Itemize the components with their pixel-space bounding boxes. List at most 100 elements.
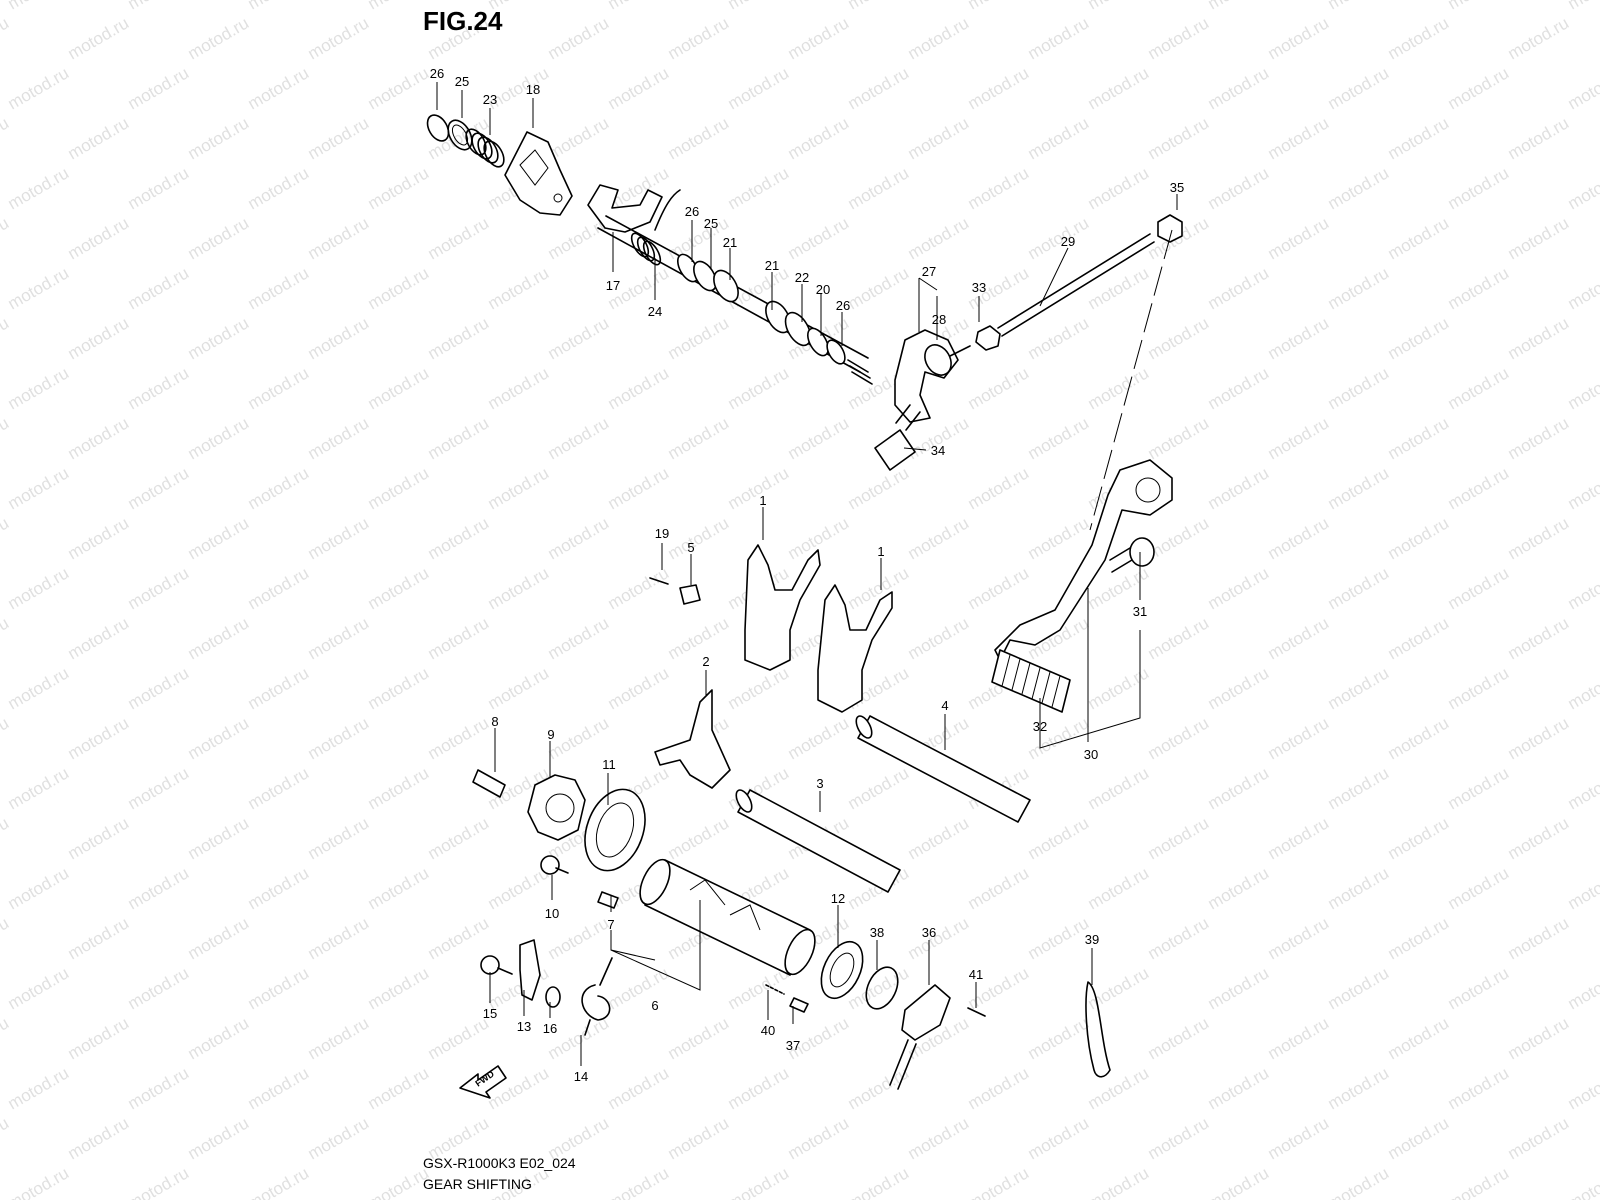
watermark-text: motod.ru: [1265, 413, 1333, 463]
watermark-text: motod.ru: [1565, 963, 1600, 1013]
callout-37: 37: [786, 1038, 800, 1053]
watermark-text: motod.ru: [1385, 713, 1453, 763]
watermark-text: motod.ru: [965, 0, 1033, 13]
watermark-text: motod.ru: [545, 613, 613, 663]
watermark-text: motod.ru: [1025, 1113, 1093, 1163]
watermark-text: motod.ru: [1145, 913, 1213, 963]
watermark-text: motod.ru: [605, 663, 673, 713]
watermark-text: motod.ru: [1085, 0, 1153, 13]
watermark-text: motod.ru: [1145, 513, 1213, 563]
washer-16: [545, 986, 561, 1008]
watermark-text: motod.ru: [485, 563, 553, 613]
callout-33: 33: [972, 280, 986, 295]
gearshift-pedal-assembly: [991, 229, 1173, 713]
watermark-text: motod.ru: [185, 713, 253, 763]
watermark-text: motod.ru: [1265, 213, 1333, 263]
callout-12: 12: [831, 891, 845, 906]
shift-fork-2: [654, 689, 731, 789]
callout-11: 11: [602, 757, 616, 772]
watermark-text: motod.ru: [185, 813, 253, 863]
spring-23: [465, 128, 505, 168]
watermark-text: motod.ru: [1025, 113, 1093, 163]
watermark-text: motod.ru: [425, 913, 493, 963]
watermark-text: motod.ru: [1085, 1163, 1153, 1200]
watermark-text: motod.ru: [125, 363, 193, 413]
watermark-text: motod.ru: [965, 163, 1033, 213]
watermark-text: motod.ru: [185, 1113, 253, 1163]
watermark-text: motod.ru: [1205, 763, 1273, 813]
gearshift-lever-30: [994, 459, 1173, 661]
watermark-text: motod.ru: [0, 13, 12, 63]
watermark-text: motod.ru: [65, 513, 133, 563]
watermark-text: motod.ru: [125, 1063, 193, 1113]
watermark-text: motod.ru: [665, 1113, 733, 1163]
watermark-text: motod.ru: [125, 663, 193, 713]
stopper-13: [519, 939, 541, 1001]
watermark-text: motod.ru: [65, 713, 133, 763]
screw-41: [967, 1007, 986, 1017]
watermark-text: motod.ru: [125, 863, 193, 913]
leader-lines: [436, 82, 1178, 1066]
watermark-text: motod.ru: [5, 763, 73, 813]
callout-20: 20: [816, 282, 830, 297]
watermark-text: motod.ru: [725, 363, 793, 413]
shift-fork-1-b: [817, 584, 893, 713]
watermark-text: motod.ru: [965, 1163, 1033, 1200]
callout-1: 1: [759, 493, 766, 508]
gearshift-rod-29: [997, 233, 1151, 329]
watermark-text: motod.ru: [605, 563, 673, 613]
watermark-text: motod.ru: [1505, 513, 1573, 563]
watermark-text: motod.ru: [965, 563, 1033, 613]
watermark-text: motod.ru: [545, 13, 613, 63]
watermark-text: motod.ru: [1565, 463, 1600, 513]
watermark-text: motod.ru: [1505, 1013, 1573, 1063]
watermark-text: motod.ru: [905, 613, 973, 663]
watermark-text: motod.ru: [485, 363, 553, 413]
watermark-text: motod.ru: [485, 263, 553, 313]
watermark-text: motod.ru: [725, 463, 793, 513]
watermark-text: motod.ru: [1085, 763, 1153, 813]
callout-14: 14: [574, 1069, 588, 1084]
watermark-text: motod.ru: [1205, 0, 1273, 13]
callout-16: 16: [543, 1021, 557, 1036]
watermark-text: motod.ru: [365, 0, 433, 13]
watermark-text: motod.ru: [245, 1163, 313, 1200]
watermark-text: motod.ru: [605, 463, 673, 513]
watermark-text: motod.ru: [245, 163, 313, 213]
watermark-text: motod.ru: [1145, 413, 1213, 463]
pivot-bolt-31: [1129, 537, 1155, 567]
watermark-text: motod.ru: [5, 563, 73, 613]
watermark-text: motod.ru: [365, 863, 433, 913]
callout-27: 27: [922, 264, 936, 279]
watermark-text: motod.ru: [545, 413, 613, 463]
circlip-26-top: [426, 114, 450, 142]
screw-19: [649, 577, 669, 585]
watermark-text: motod.ru: [1565, 1063, 1600, 1113]
watermark-text: motod.ru: [785, 213, 853, 263]
watermark-text: motod.ru: [1205, 1163, 1273, 1200]
watermark-text: motod.ru: [245, 563, 313, 613]
watermark-text: motod.ru: [665, 313, 733, 363]
watermark-text: motod.ru: [365, 1063, 433, 1113]
callout-34: 34: [931, 443, 945, 458]
watermark-text: motod.ru: [245, 363, 313, 413]
watermark-text: motod.ru: [1385, 613, 1453, 663]
washer-20: [806, 327, 830, 357]
watermark-text: motod.ru: [65, 813, 133, 863]
watermark-text: motod.ru: [65, 313, 133, 363]
watermark-text: motod.ru: [185, 313, 253, 363]
watermark-text: motod.ru: [5, 263, 73, 313]
watermark-text: motod.ru: [5, 363, 73, 413]
watermark-text: motod.ru: [725, 1063, 793, 1113]
watermark-text: motod.ru: [0, 513, 12, 563]
watermark-text: motod.ru: [1565, 1163, 1600, 1200]
watermark-text: motod.ru: [1085, 963, 1153, 1013]
watermark-text: motod.ru: [1265, 13, 1333, 63]
watermark-text: motod.ru: [0, 413, 12, 463]
watermark-text: motod.ru: [1565, 0, 1600, 13]
bolt-34-head: [874, 429, 916, 471]
callout-3: 3: [816, 776, 823, 791]
watermark-text: motod.ru: [1325, 663, 1393, 713]
watermark-text: motod.ru: [1145, 813, 1213, 863]
watermark-text: motod.ru: [1565, 363, 1600, 413]
